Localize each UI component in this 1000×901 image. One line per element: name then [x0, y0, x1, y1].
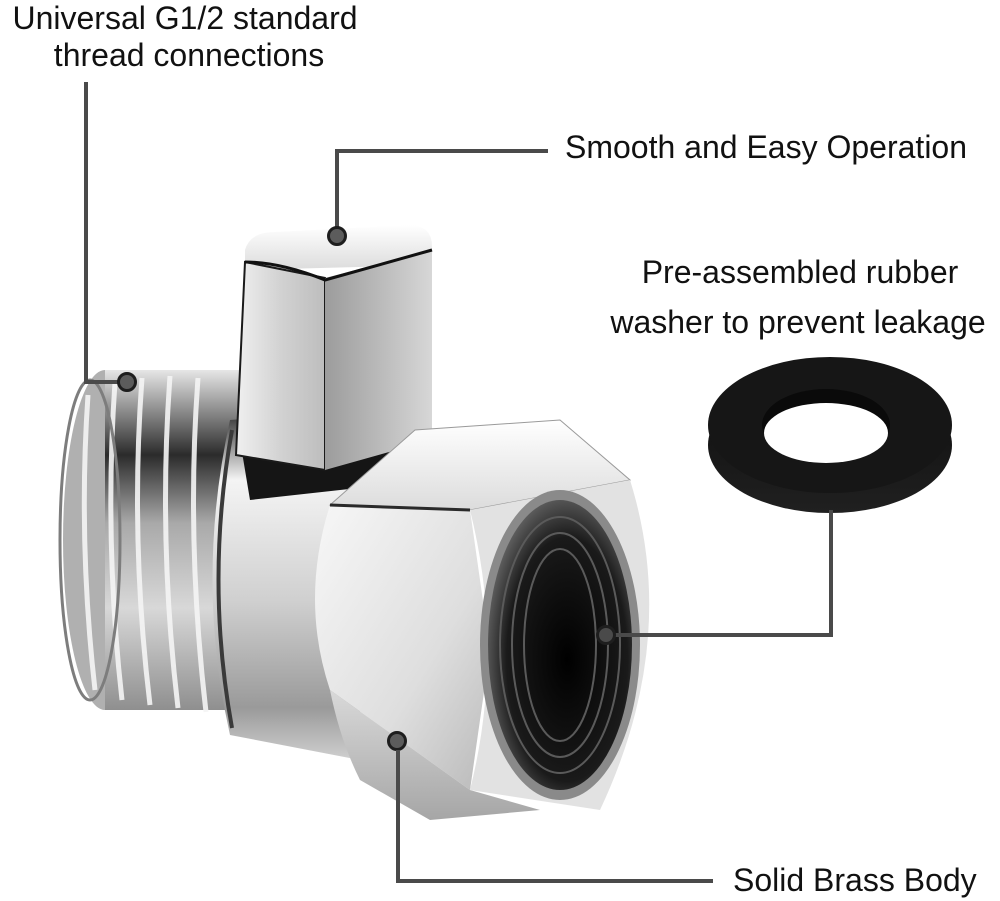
thread-leader-line-horizontal	[84, 380, 122, 384]
thread-label-line-2: thread connections	[53, 37, 325, 73]
body-label: Solid Brass Body	[733, 862, 977, 898]
operation-leader-line-horizontal	[335, 149, 548, 153]
body-leader-line-horizontal	[396, 879, 713, 883]
thread-callout-dot-icon	[117, 372, 137, 392]
washer-leader-line-vertical	[829, 510, 833, 637]
thread-leader-line-vertical	[84, 82, 88, 384]
washer-label-line-2: washer to prevent leakage	[610, 304, 986, 340]
washer-label-line-1: Pre-assembled rubber	[641, 254, 959, 290]
operation-leader-line-vertical	[335, 149, 339, 229]
body-leader-line-vertical	[396, 750, 400, 883]
washer-callout-dot-icon	[596, 625, 616, 645]
body-callout-dot-icon	[387, 731, 407, 751]
thread-label-line-1: Universal G1/2 standard	[12, 0, 358, 36]
operation-label: Smooth and Easy Operation	[565, 129, 968, 165]
operation-callout-dot-icon	[327, 226, 347, 246]
washer-leader-line-horizontal	[610, 633, 833, 637]
